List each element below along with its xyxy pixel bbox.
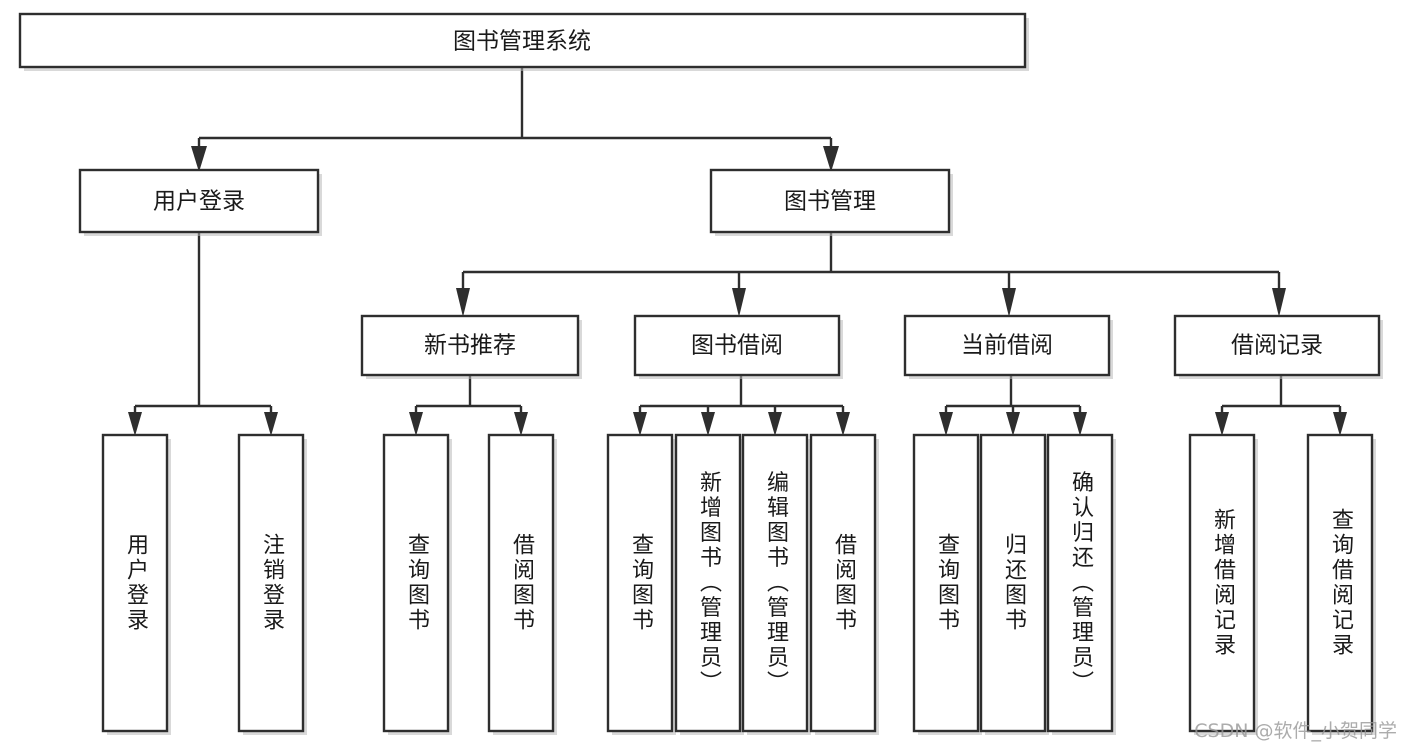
- arrow-to-leaf-user-login: [128, 412, 142, 436]
- arrow-to-leaf-user-logout: [264, 412, 278, 436]
- arrow-to-leaf-query-record: [1333, 412, 1347, 436]
- arrow-to-leaf-add-book: [701, 412, 715, 436]
- book-borrow-box: [633, 314, 841, 377]
- node-borrow-record[interactable]: 借阅记录: [1173, 314, 1383, 379]
- leaf-borrow-book-1-box: [487, 433, 555, 733]
- arrow-to-new-book-recommend: [456, 288, 470, 317]
- leaf-add-book-label: 新增图书（管理员）: [696, 471, 722, 696]
- leaf-edit-book-label: 编辑图书（管理员）: [763, 471, 789, 696]
- leaf-query-record-label: 查询借阅记录: [1328, 508, 1354, 658]
- node-leaf-query-book-3[interactable]: 查询图书: [912, 433, 982, 735]
- node-book-management[interactable]: 图书管理: [709, 168, 953, 236]
- arrow-to-leaf-return-book: [1006, 412, 1020, 436]
- node-root-system[interactable]: 图书管理系统: [18, 12, 1029, 71]
- leaf-add-book-box: [674, 433, 742, 733]
- new-book-recommend-label: 新书推荐: [424, 333, 516, 359]
- leaf-query-record-box: [1306, 433, 1374, 733]
- csdn-watermark: CSDN @软件_小贺同学: [1194, 720, 1397, 742]
- borrow-record-box: [1173, 314, 1381, 377]
- arrow-to-leaf-edit-book: [768, 412, 782, 436]
- arrow-to-leaf-borrow-book-2: [836, 412, 850, 436]
- leaf-add-record-label: 新增借阅记录: [1210, 508, 1236, 658]
- node-leaf-confirm-return[interactable]: 确认归还（管理员）: [1046, 433, 1116, 735]
- leaf-user-login-box: [101, 433, 169, 733]
- node-leaf-user-login[interactable]: 用户登录: [101, 433, 171, 735]
- leaf-borrow-book-2-label: 借阅图书: [831, 533, 857, 633]
- root-box: [18, 12, 1027, 69]
- leaf-return-book-label: 归还图书: [1001, 533, 1027, 633]
- node-leaf-query-book-2[interactable]: 查询图书: [606, 433, 676, 735]
- node-leaf-add-record[interactable]: 新增借阅记录: [1188, 433, 1258, 735]
- node-leaf-query-book-1[interactable]: 查询图书: [382, 433, 452, 735]
- new-book-recommend-box: [360, 314, 580, 377]
- node-leaf-borrow-book-1[interactable]: 借阅图书: [487, 433, 557, 735]
- borrow-record-label: 借阅记录: [1231, 333, 1323, 359]
- node-leaf-user-logout[interactable]: 注销登录: [237, 433, 307, 735]
- arrow-to-current-borrow: [1002, 288, 1016, 317]
- node-current-borrow[interactable]: 当前借阅: [903, 314, 1113, 379]
- root-label: 图书管理系统: [453, 29, 591, 55]
- current-borrow-box: [903, 314, 1111, 377]
- current-borrow-label: 当前借阅: [961, 333, 1053, 359]
- user-login-box: [78, 168, 320, 234]
- leaf-query-book-3-box: [912, 433, 980, 733]
- leaf-query-book-3-label: 查询图书: [934, 533, 960, 633]
- leaf-query-book-2-label: 查询图书: [628, 533, 654, 633]
- connector-layer: [128, 67, 1347, 436]
- arrow-to-borrow-record: [1272, 288, 1286, 317]
- node-book-borrow[interactable]: 图书借阅: [633, 314, 843, 379]
- leaf-query-book-1-box: [382, 433, 450, 733]
- book-borrow-label: 图书借阅: [691, 333, 783, 359]
- node-leaf-edit-book[interactable]: 编辑图书（管理员）: [741, 433, 811, 735]
- node-user-login[interactable]: 用户登录: [78, 168, 322, 236]
- node-leaf-borrow-book-2[interactable]: 借阅图书: [809, 433, 879, 735]
- leaf-user-login-label: 用户登录: [123, 533, 149, 633]
- arrow-to-leaf-confirm-return: [1073, 412, 1087, 436]
- leaf-borrow-book-1-label: 借阅图书: [509, 533, 535, 633]
- arrow-to-leaf-add-record: [1215, 412, 1229, 436]
- leaf-query-book-1-label: 查询图书: [404, 533, 430, 633]
- arrow-to-leaf-borrow-book-1: [514, 412, 528, 436]
- leaf-return-book-box: [979, 433, 1047, 733]
- node-leaf-add-book[interactable]: 新增图书（管理员）: [674, 433, 744, 735]
- node-leaf-query-record[interactable]: 查询借阅记录: [1306, 433, 1376, 735]
- leaf-borrow-book-2-box: [809, 433, 877, 733]
- arrow-to-leaf-query-book-1: [409, 412, 423, 436]
- node-leaf-return-book[interactable]: 归还图书: [979, 433, 1049, 735]
- leaf-user-logout-box: [237, 433, 305, 733]
- user-login-label: 用户登录: [153, 189, 245, 215]
- arrow-to-book-management: [823, 146, 839, 172]
- leaf-query-book-2-box: [606, 433, 674, 733]
- leaf-edit-book-box: [741, 433, 809, 733]
- arrow-to-user-login: [191, 146, 207, 172]
- book-management-box: [709, 168, 951, 234]
- arrow-to-book-borrow: [732, 288, 746, 317]
- arrow-to-leaf-query-book-2: [633, 412, 647, 436]
- leaf-add-record-box: [1188, 433, 1256, 733]
- node-new-book-recommend[interactable]: 新书推荐: [360, 314, 582, 379]
- arrow-to-leaf-query-book-3: [939, 412, 953, 436]
- leaf-user-logout-label: 注销登录: [259, 533, 285, 633]
- book-management-label: 图书管理: [784, 189, 876, 215]
- leaf-confirm-return-box: [1046, 433, 1114, 733]
- leaf-confirm-return-label: 确认归还（管理员）: [1068, 471, 1094, 696]
